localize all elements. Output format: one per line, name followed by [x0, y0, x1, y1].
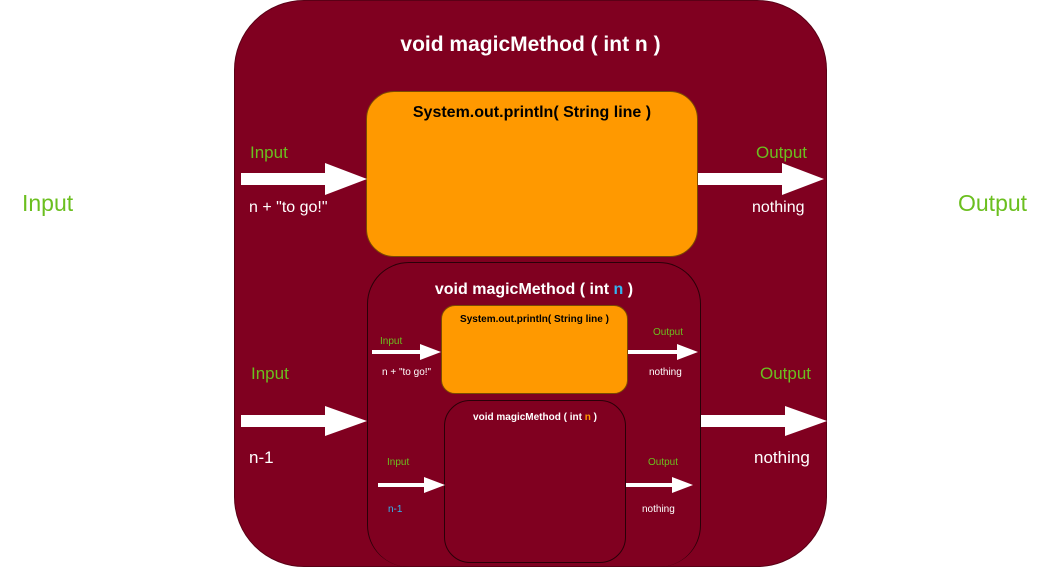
- level3-title-prefix: void magicMethod ( int: [473, 412, 585, 423]
- level3-title-param: n: [584, 412, 591, 423]
- level2-title-param: n: [613, 281, 624, 298]
- level1-output-arrow: [698, 163, 824, 195]
- level1-recursive-input-arrow: [241, 406, 367, 436]
- level3-title-suffix: ): [590, 412, 597, 423]
- level2-print-title: System.out.println( String line ): [460, 314, 609, 325]
- level1-output-value: nothing: [752, 199, 805, 216]
- level2-method-box: [367, 262, 701, 567]
- level1-print-box: [366, 91, 698, 257]
- level1-output-label: Output: [756, 143, 808, 162]
- outer-output-label: Output: [958, 190, 1028, 216]
- outer-input-label: Input: [22, 190, 74, 216]
- level2-title-prefix: void magicMethod ( int: [434, 281, 614, 298]
- outer-method-title: void magicMethod ( int n ): [400, 33, 661, 56]
- level2-print-box: [441, 305, 628, 394]
- level3-method-title: void magicMethod ( int n ): [444, 412, 626, 423]
- level2-recursive-input-label: Input: [387, 457, 410, 468]
- level2-recursive-input-value: n-1: [388, 504, 403, 515]
- level1-input-label: Input: [250, 143, 288, 162]
- level1-recursive-output-label: Output: [760, 364, 812, 383]
- level1-recursive-output-arrow: [701, 406, 827, 436]
- level2-output-arrow: [628, 344, 698, 360]
- level1-recursive-input-label: Input: [251, 364, 289, 383]
- level3-method-box: [444, 400, 626, 563]
- level2-recursive-output-arrow: [626, 477, 693, 493]
- level2-input-value: n + "to go!": [382, 367, 432, 378]
- level1-recursive-output-value: nothing: [754, 448, 810, 467]
- level2-output-label: Output: [653, 327, 684, 338]
- level1-input-arrow: [241, 163, 367, 195]
- level2-recursive-output-value: nothing: [642, 504, 675, 515]
- level1-recursive-input-value: n-1: [249, 448, 274, 467]
- level2-recursive-output-label: Output: [648, 457, 679, 468]
- level1-print-title: System.out.println( String line ): [412, 104, 652, 121]
- level2-input-label: Input: [380, 336, 403, 347]
- level2-title-suffix: ): [623, 281, 634, 298]
- level2-method-title: void magicMethod ( int n ): [367, 281, 701, 299]
- level2-input-arrow: [372, 344, 441, 360]
- level2-recursive-input-arrow: [378, 477, 445, 493]
- level2-output-value: nothing: [649, 367, 682, 378]
- level1-input-value: n + "to go!": [249, 199, 328, 216]
